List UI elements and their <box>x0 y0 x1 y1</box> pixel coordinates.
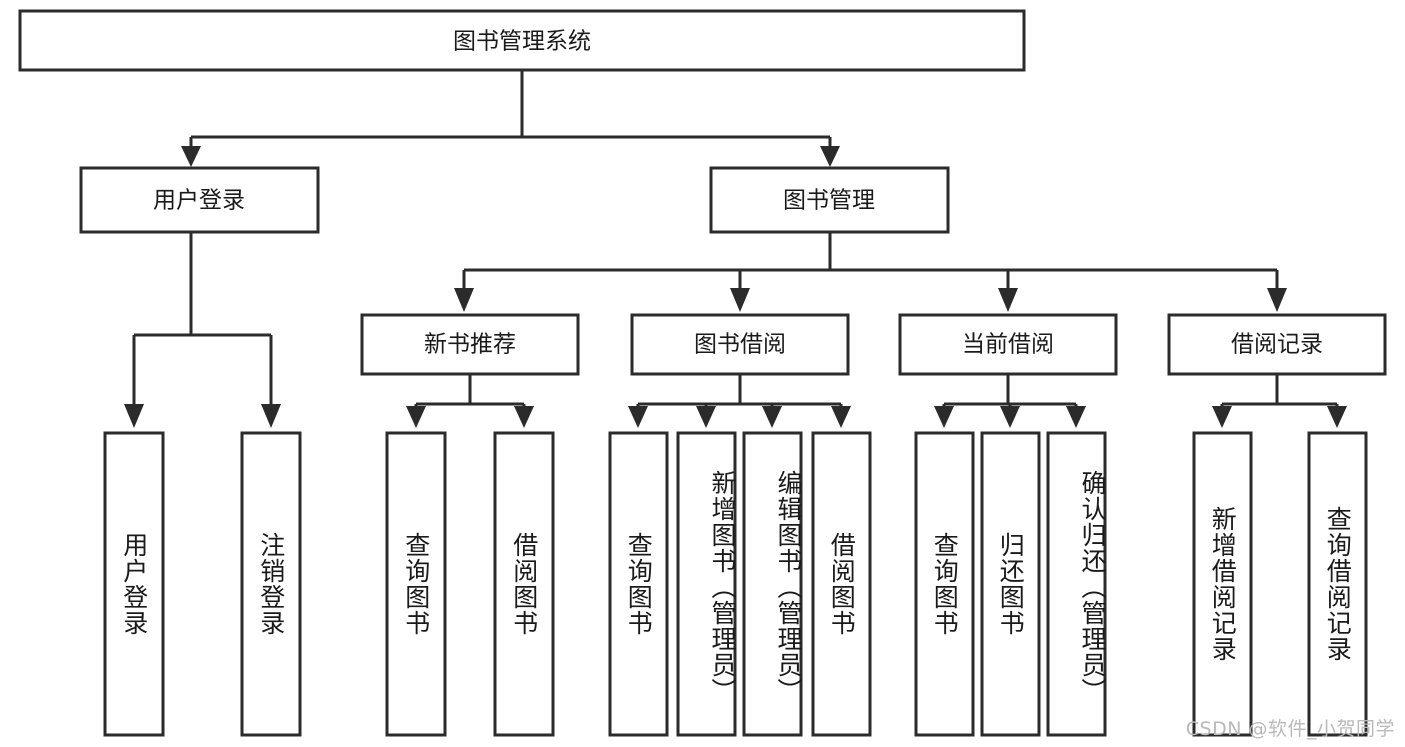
arrow-head-borrow-record <box>1267 288 1287 312</box>
leaf-box-br-2[interactable] <box>1307 431 1368 737</box>
arrow-head-current-borrow <box>998 288 1018 312</box>
arrow-head-book-borrow <box>730 288 750 312</box>
connector-group-user-login <box>124 232 281 428</box>
arrow-head-leaf-cb-3 <box>1066 406 1086 428</box>
leaf-box-user-login-2[interactable] <box>240 431 302 737</box>
node-new-book-recommend-box[interactable] <box>360 313 580 376</box>
node-new-book-recommend[interactable]: 新书推荐 <box>360 313 580 376</box>
leaf-box-br-1[interactable] <box>1192 431 1253 737</box>
arrow-head-leaf-bb-3 <box>762 406 782 428</box>
leaf-box-bb-2[interactable] <box>676 431 737 737</box>
arrow-head-leaf-nbr-1 <box>406 406 426 428</box>
leaf-box-nbr-2[interactable] <box>493 431 555 737</box>
node-book-borrow-box[interactable] <box>630 313 850 376</box>
node-book-borrow-label: 图书借阅 <box>694 332 786 358</box>
node-root-box[interactable] <box>18 9 1026 72</box>
connector-group-book-manage <box>454 232 1287 312</box>
node-current-borrow-box[interactable] <box>898 313 1118 376</box>
arrow-head-leaf-bb-4 <box>831 406 851 428</box>
arrow-head-leaf-bb-2 <box>696 406 716 428</box>
leaf-box-cb-3[interactable] <box>1046 431 1107 737</box>
arrow-head-new-book-recommend <box>454 288 474 312</box>
node-new-book-recommend-label: 新书推荐 <box>424 332 516 358</box>
leaf-box-nbr-1[interactable] <box>385 431 447 737</box>
leaf-box-cb-2[interactable] <box>980 431 1041 737</box>
node-book-manage[interactable]: 图书管理 <box>709 166 950 234</box>
node-user-login[interactable]: 用户登录 <box>79 166 320 234</box>
node-borrow-record-label: 借阅记录 <box>1231 332 1323 358</box>
arrow-head-book-manage <box>820 146 840 167</box>
leaf-box-bb-1[interactable] <box>608 431 669 737</box>
arrow-head-leaf-cb-2 <box>1000 406 1020 428</box>
node-user-login-box[interactable] <box>79 166 320 234</box>
node-current-borrow-label: 当前借阅 <box>962 332 1054 358</box>
arrow-head-leaf-br-1 <box>1212 406 1232 428</box>
leaf-box-bb-4[interactable] <box>811 431 872 737</box>
arrow-head-user-login <box>181 146 201 167</box>
leaf-box-bb-3[interactable] <box>742 431 803 737</box>
arrow-head-leaf-cb-1 <box>934 406 954 428</box>
arrow-head-leaf-bb-1 <box>628 406 648 428</box>
arrow-head-leaf-user-login-2 <box>261 404 281 428</box>
connector-group-root <box>181 70 840 167</box>
leaf-box-cb-1[interactable] <box>914 431 975 737</box>
arrow-head-leaf-br-2 <box>1327 406 1347 428</box>
node-root-label: 图书管理系统 <box>453 29 591 55</box>
connector-group-book-borrow <box>628 374 851 428</box>
connector-group-borrow-record <box>1212 374 1347 428</box>
node-borrow-record-box[interactable] <box>1167 313 1387 376</box>
leaf-box-user-login-1[interactable] <box>103 431 165 737</box>
node-borrow-record[interactable]: 借阅记录 <box>1167 313 1387 376</box>
node-book-manage-label: 图书管理 <box>783 188 875 214</box>
node-user-login-label: 用户登录 <box>153 188 245 214</box>
arrow-head-leaf-user-login-1 <box>124 404 144 428</box>
node-book-borrow[interactable]: 图书借阅 <box>630 313 850 376</box>
arrow-head-leaf-nbr-2 <box>514 406 534 428</box>
connector-group-current-borrow <box>934 374 1086 428</box>
node-root[interactable]: 图书管理系统 <box>18 9 1026 72</box>
node-current-borrow[interactable]: 当前借阅 <box>898 313 1118 376</box>
connector-group-new-book-recommend <box>406 374 534 428</box>
node-book-manage-box[interactable] <box>709 166 950 234</box>
